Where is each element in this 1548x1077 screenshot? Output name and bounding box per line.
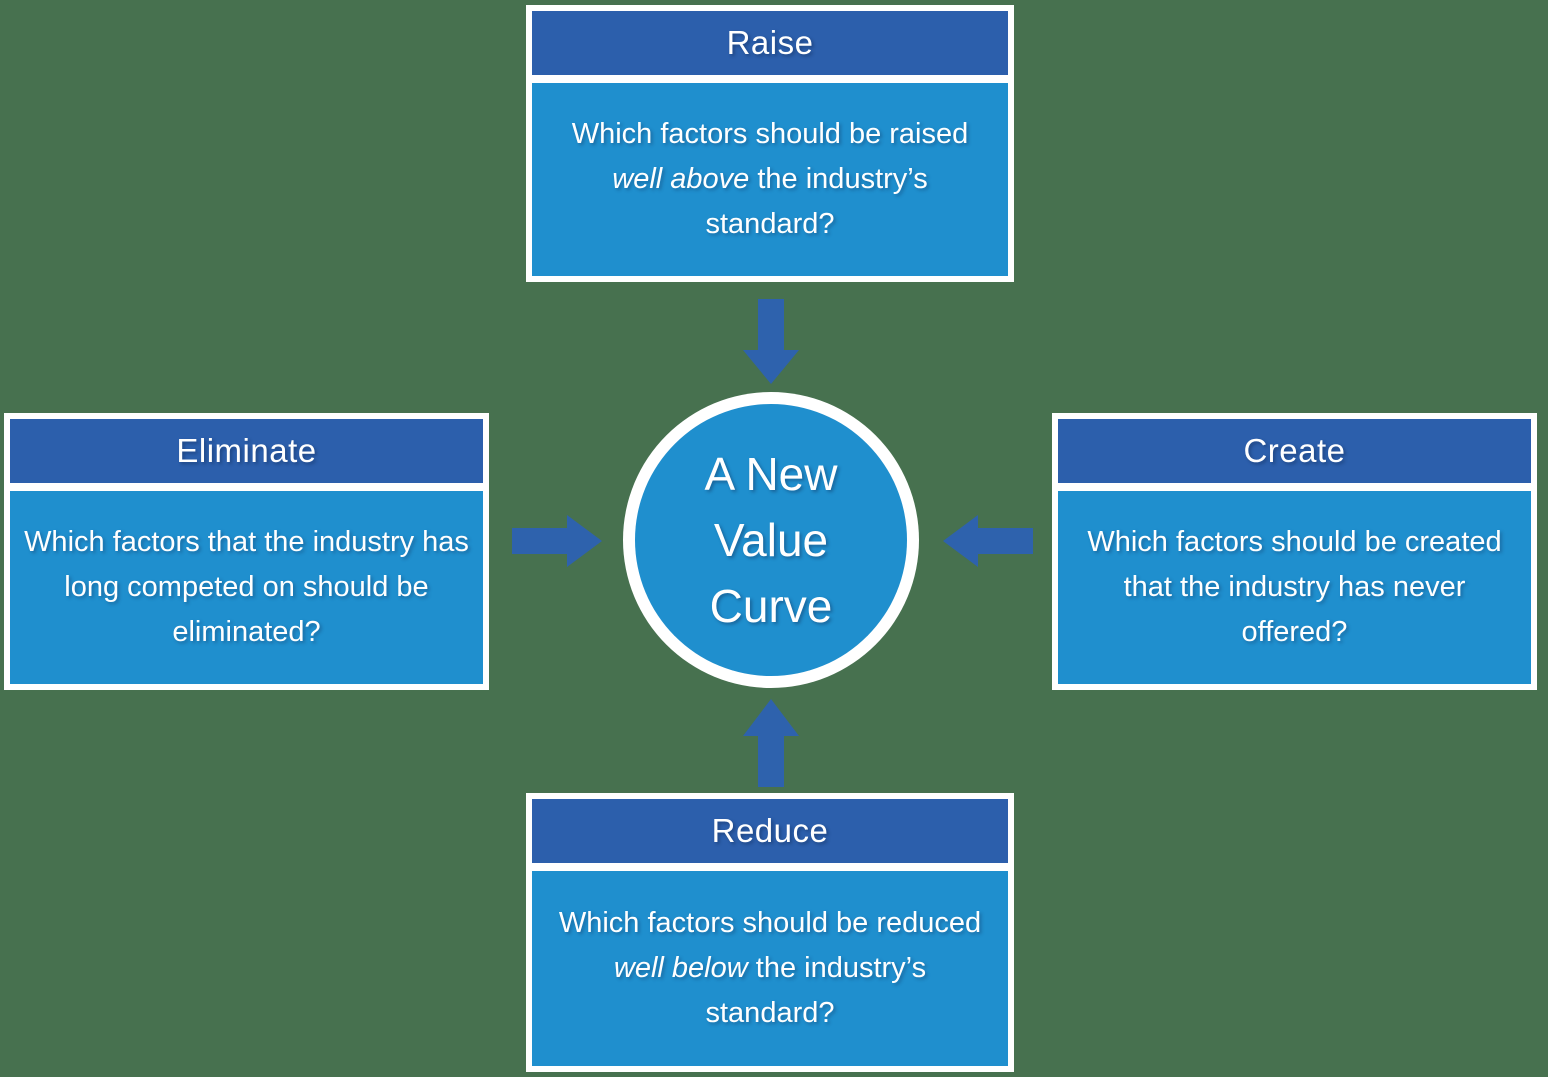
reduce-box-body: Which factors should be reduced well bel…: [532, 871, 1008, 1066]
eliminate-box: Eliminate Which factors that the industr…: [4, 413, 489, 690]
raise-box-header: Raise: [532, 11, 1008, 75]
eliminate-box-question: Which factors that the industry has long…: [24, 526, 469, 648]
reduce-box-title: Reduce: [711, 812, 829, 849]
raise-box: Raise Which factors should be raised wel…: [526, 5, 1014, 282]
center-circle-line-3: Curve: [709, 580, 833, 632]
create-box-header: Create: [1058, 419, 1531, 483]
center-circle: A New Value Curve: [623, 392, 919, 688]
center-circle-line-1: A New: [704, 448, 838, 500]
create-box-question: Which factors should be created that the…: [1087, 526, 1502, 648]
eliminate-box-title: Eliminate: [176, 432, 317, 469]
left-arrow-icon: [943, 515, 1033, 567]
center-circle-line-2: Value: [713, 514, 829, 566]
raise-box-question: Which factors should be raised well abov…: [571, 118, 969, 240]
down-arrow-icon: [743, 299, 799, 384]
raise-box-title: Raise: [726, 24, 814, 61]
up-arrow-icon: [743, 699, 799, 787]
create-box-body: Which factors should be created that the…: [1058, 491, 1531, 684]
eliminate-box-body: Which factors that the industry has long…: [10, 491, 483, 684]
reduce-box: Reduce Which factors should be reduced w…: [526, 793, 1014, 1072]
eliminate-box-header: Eliminate: [10, 419, 483, 483]
raise-box-body: Which factors should be raised well abov…: [532, 83, 1008, 276]
reduce-box-question: Which factors should be reduced well bel…: [558, 907, 982, 1029]
right-arrow-icon: [512, 515, 602, 567]
create-box: Create Which factors should be created t…: [1052, 413, 1537, 690]
reduce-box-header: Reduce: [532, 799, 1008, 863]
center-circle-label: A New Value Curve: [635, 404, 907, 676]
create-box-title: Create: [1243, 432, 1346, 469]
